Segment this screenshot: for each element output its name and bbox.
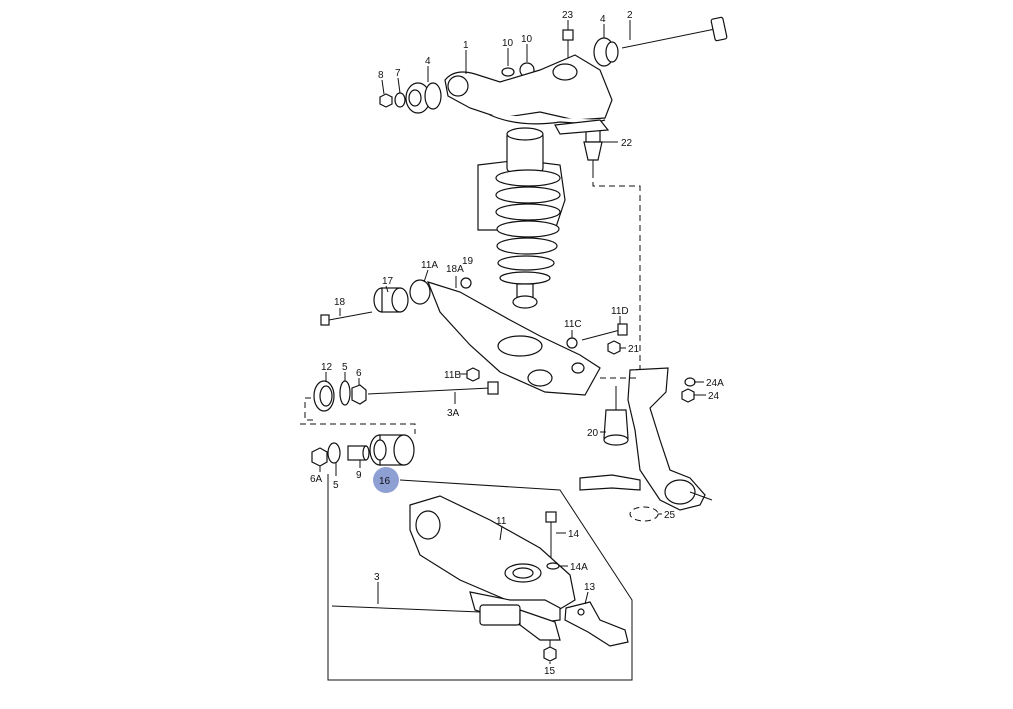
part-16-bushing (369, 434, 415, 466)
part-5-washer-a (339, 380, 351, 406)
part-6-nut (351, 384, 367, 405)
label-9: 9 (356, 470, 362, 481)
part-12-bushing (313, 380, 335, 412)
label-10-b: 10 (521, 34, 533, 45)
label-11C: 11C (564, 319, 582, 330)
part-11D-bolt (581, 323, 628, 341)
label-3: 3 (374, 572, 380, 583)
part-22-ball-joint (583, 129, 603, 172)
label-24A: 24A (706, 378, 724, 389)
label-5-a: 5 (342, 362, 348, 373)
shock-absorber-coil-spring (477, 127, 566, 309)
part-8-nut (379, 93, 393, 108)
label-5-b: 5 (333, 480, 339, 491)
leader-lines (319, 20, 706, 664)
part-15-nut (543, 640, 557, 662)
dash-link-middle (300, 423, 416, 434)
label-15: 15 (544, 666, 556, 677)
part-1-upper-control-arm (444, 54, 613, 125)
label-19: 19 (462, 256, 474, 267)
highlight-marker-16 (373, 467, 399, 493)
part-7-washer (394, 92, 406, 108)
label-6: 6 (356, 368, 362, 379)
label-2: 2 (627, 10, 633, 21)
part-11A-lower-arm (409, 279, 601, 396)
part-3A-bolt (367, 381, 499, 395)
upper-mount-plate (554, 119, 610, 135)
label-11B: 11B (444, 370, 461, 381)
label-22: 22 (621, 138, 633, 149)
part-6A-nut (311, 447, 328, 467)
part-13-steering-arm (564, 601, 629, 647)
part-4-bushing-top (593, 37, 619, 67)
label-4-top: 4 (600, 14, 606, 25)
label-18A: 18A (446, 264, 464, 275)
steering-knuckle (579, 367, 713, 511)
dash-bracket-left (304, 397, 313, 421)
label-14: 14 (568, 529, 580, 540)
label-13: 13 (584, 582, 596, 593)
label-8: 8 (378, 70, 384, 81)
part-5-washer-b (327, 442, 341, 464)
part-3-tie-rod (331, 604, 561, 641)
label-21: 21 (628, 344, 640, 355)
part-14-bolt (545, 511, 557, 558)
part-2-bolt (621, 16, 728, 49)
label-11: 11 (496, 516, 507, 527)
label-18: 18 (334, 297, 346, 308)
part-25-cap (629, 506, 659, 522)
part-24A-washer (684, 377, 696, 387)
label-14A: 14A (570, 562, 588, 573)
inset-frame (327, 474, 633, 681)
part-labels: 23 4 2 10 10 1 8 7 4 22 11A 18A 19 17 18… (310, 10, 724, 677)
part-20-ball-joint (603, 386, 629, 446)
part-4-bushing-left (405, 82, 442, 114)
dash-line-22 (592, 172, 641, 370)
label-10-a: 10 (502, 38, 514, 49)
label-17: 17 (382, 276, 394, 287)
label-20: 20 (587, 428, 599, 439)
part-10-washer-a (501, 67, 515, 77)
label-25: 25 (664, 510, 676, 521)
label-1: 1 (463, 40, 469, 51)
part-17-bushing (373, 287, 409, 313)
label-7: 7 (395, 68, 401, 79)
part-11B-nut (466, 367, 480, 382)
label-16: 16 (379, 476, 391, 487)
part-21-nut (607, 340, 621, 355)
label-3A: 3A (447, 408, 460, 419)
label-11D: 11D (611, 306, 629, 317)
label-11A: 11A (421, 260, 438, 271)
part-14A-washer (546, 562, 560, 570)
part-9-sleeve (347, 445, 370, 461)
label-24: 24 (708, 391, 720, 402)
part-19-nut (460, 277, 472, 289)
label-6A: 6A (310, 474, 323, 485)
label-4-left: 4 (425, 56, 431, 67)
label-23: 23 (562, 10, 574, 21)
label-12: 12 (321, 362, 333, 373)
part-11C-washer (566, 337, 578, 349)
part-24-nut (681, 388, 695, 403)
part-18-bolt (320, 311, 373, 326)
